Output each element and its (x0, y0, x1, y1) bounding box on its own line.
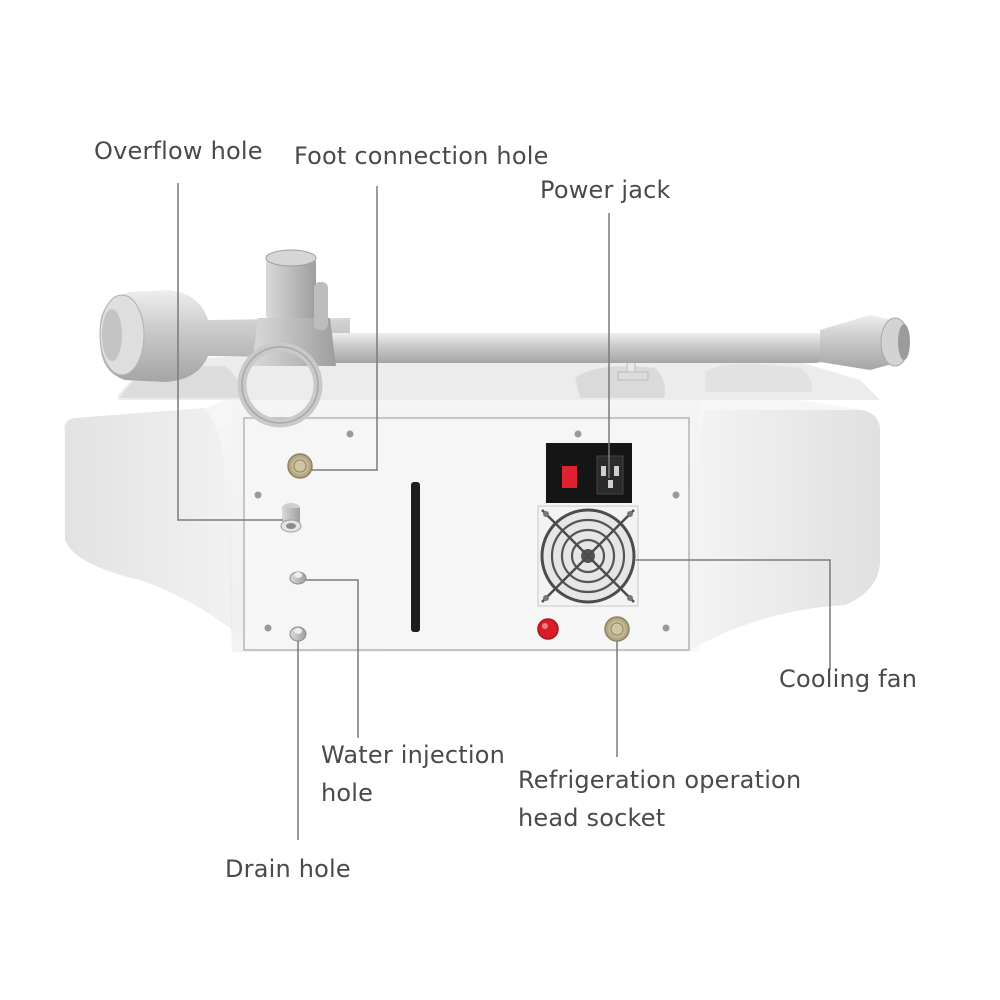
leader-overflow-hole (177, 183, 283, 521)
leader-water-injection-hole (306, 579, 359, 738)
label-foot-connection-hole: Foot connection hole (294, 142, 549, 170)
leader-foot-connection-hole (312, 186, 378, 471)
label-overflow-hole: Overflow hole (94, 137, 263, 165)
refrigeration-socket-connector (604, 616, 630, 642)
label-cooling-fan: Cooling fan (779, 665, 918, 693)
cooling-fan (537, 505, 639, 607)
label-power-jack: Power jack (540, 176, 671, 204)
label-drain-hole: Drain hole (225, 855, 351, 883)
power-module (546, 443, 632, 503)
foot-connection-connector (287, 453, 313, 479)
level-window (411, 482, 420, 632)
overflow-hole-fitting (280, 503, 302, 533)
handle-holder (99, 249, 910, 428)
label-water-injection-line-2: hole (321, 779, 374, 807)
power-jack-socket (596, 455, 624, 495)
drain-hole-fitting (289, 626, 307, 642)
leader-lines (177, 183, 831, 840)
leader-cooling-fan (636, 559, 831, 670)
label-refrigeration-line-1: Refrigeration operation (518, 766, 802, 794)
label-water-injection-line-1: Water injection (321, 741, 506, 769)
red-button (537, 618, 559, 640)
water-injection-fitting (289, 571, 307, 585)
label-water-injection-hole: Water injection hole (321, 736, 505, 812)
label-refrigeration-socket: Refrigeration operation head socket (518, 761, 801, 837)
power-switch (562, 466, 577, 488)
label-refrigeration-line-2: head socket (518, 804, 666, 832)
